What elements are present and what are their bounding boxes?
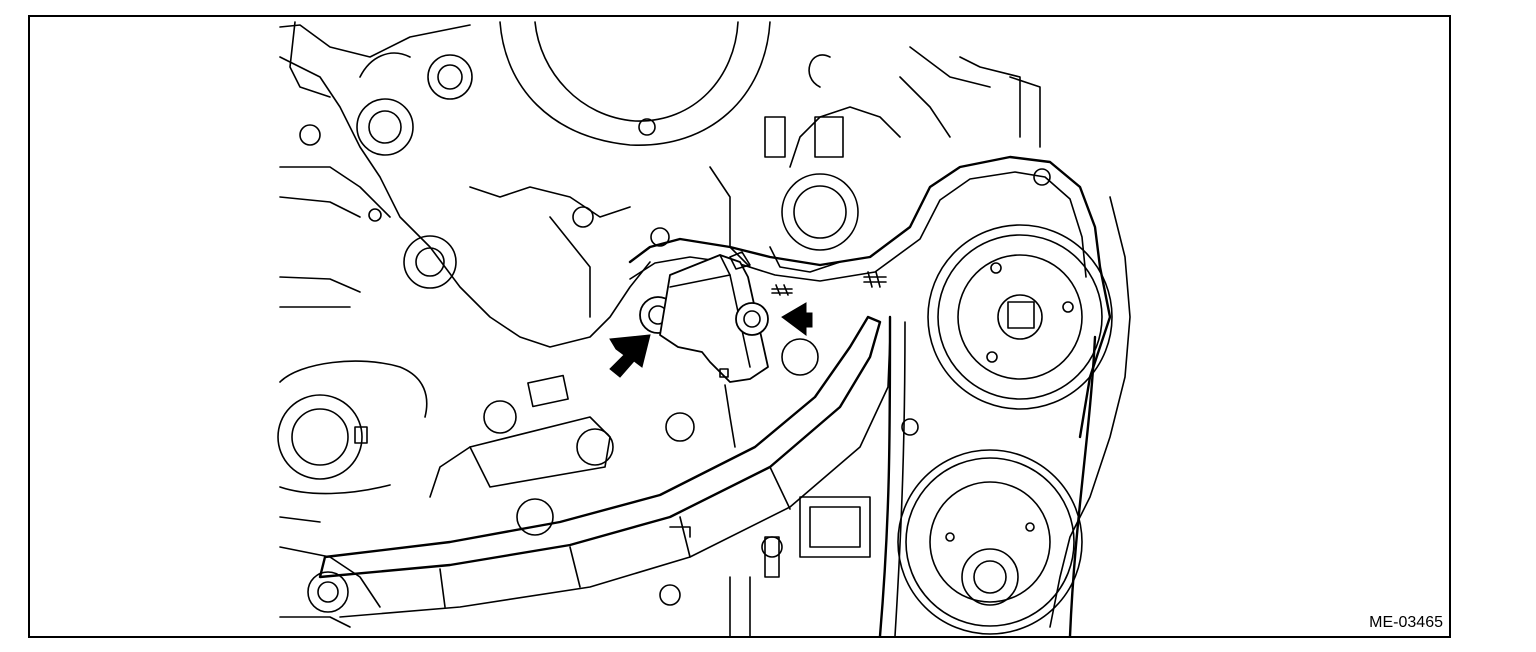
water-outlet-pipe bbox=[765, 47, 1040, 272]
belt-guide bbox=[308, 317, 890, 617]
figure-frame: ME-03465 bbox=[28, 15, 1451, 638]
camshaft-sprocket-lower bbox=[898, 450, 1082, 634]
engine-case-outline bbox=[280, 22, 750, 627]
figure-code-label: ME-03465 bbox=[1369, 614, 1443, 631]
engine-front-timing-diagram bbox=[30, 17, 1449, 636]
arrow-left bbox=[610, 335, 650, 377]
highlighted-sensor-module bbox=[640, 252, 886, 382]
idler-pulley-left bbox=[278, 361, 427, 522]
lower-engine-parts bbox=[730, 339, 918, 636]
arrow-right bbox=[782, 303, 812, 335]
indicator-arrows bbox=[610, 303, 812, 377]
crankshaft-pulley bbox=[500, 22, 770, 145]
camshaft-sprocket-upper bbox=[928, 225, 1112, 409]
timing-belt bbox=[880, 317, 1095, 636]
case-bolts bbox=[300, 55, 669, 288]
belt-tensioner bbox=[430, 376, 694, 535]
